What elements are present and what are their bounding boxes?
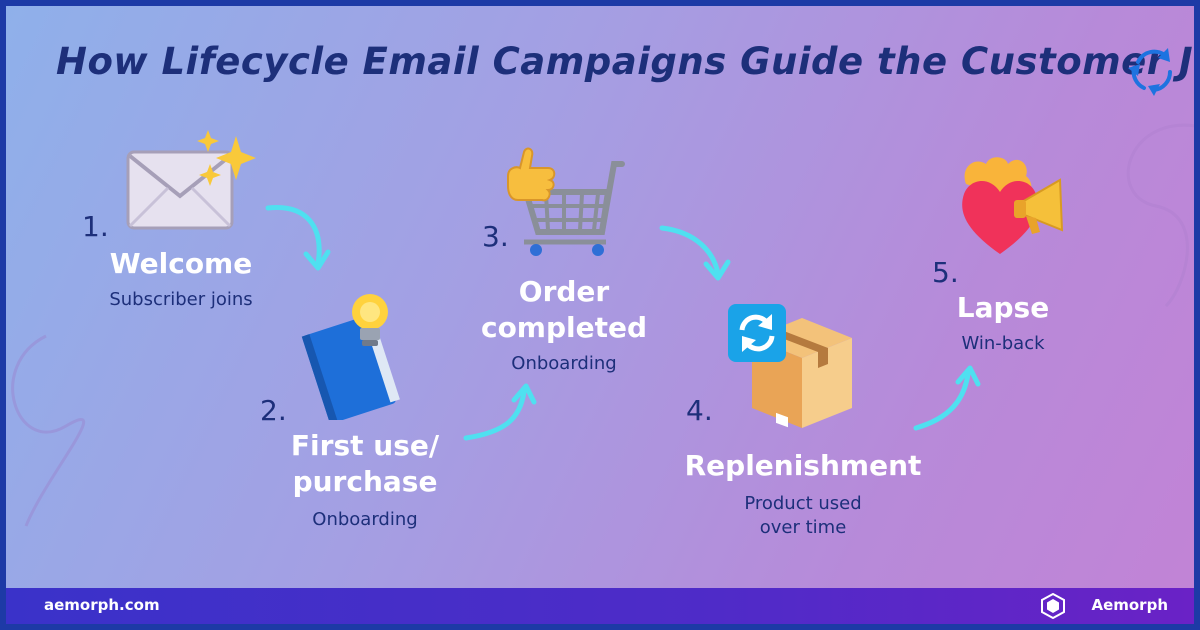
flow-arrows — [265, 205, 981, 441]
arrow-3-to-4 — [659, 225, 721, 277]
step-3-sub: Onboarding — [511, 353, 617, 374]
step-2-label-line1: First use/ — [290, 429, 440, 462]
step-5-sub: Win-back — [961, 333, 1045, 354]
arrow-4-to-5 — [913, 371, 971, 431]
footer-url[interactable]: aemorph.com — [44, 596, 160, 614]
arrow-1-to-2 — [265, 205, 322, 267]
step-4-number: 4. — [686, 394, 713, 427]
arrow-1-to-2-head — [303, 249, 331, 271]
step-1-label: Welcome — [109, 247, 253, 280]
step-5-number: 5. — [932, 256, 959, 289]
step-4-sub-line2: over time — [759, 517, 847, 538]
envelope-sparkles-icon — [126, 130, 256, 230]
step-4-label: Replenishment — [684, 449, 922, 482]
step-2-sub: Onboarding — [312, 509, 418, 530]
book-lightbulb-icon — [301, 294, 400, 420]
step-1-number: 1. — [82, 210, 109, 243]
step-4-sub-line1: Product used — [744, 493, 862, 514]
aemorph-logo-icon — [1041, 593, 1065, 619]
arrow-4-to-5-head — [955, 365, 981, 387]
arrow-2-to-3 — [463, 389, 527, 441]
step-2-label-line2: purchase — [292, 465, 438, 498]
arrow-2-to-3-head — [511, 383, 537, 405]
step-3-label: Order completed — [476, 274, 652, 346]
footer-bar: aemorph.com Aemorph — [6, 588, 1194, 624]
step-2-label: First use/ purchase — [274, 428, 456, 500]
cart-thumbs-up-icon — [507, 147, 625, 256]
step-3-label-line2: completed — [480, 311, 648, 344]
package-refresh-icon — [728, 304, 852, 428]
cycle-arrows-icon — [1128, 48, 1173, 96]
step-3-number: 3. — [482, 220, 509, 253]
step-4-sub: Product used over time — [712, 492, 894, 540]
step-2-number: 2. — [260, 394, 287, 427]
footer-brand: Aemorph — [1091, 596, 1168, 614]
arrow-3-to-4-head — [703, 259, 731, 281]
step-1-sub: Subscriber joins — [109, 289, 253, 310]
page-title: How Lifecycle Email Campaigns Guide the … — [56, 40, 1194, 83]
step-3-label-line1: Order — [518, 275, 610, 308]
step-5-label: Lapse — [956, 291, 1050, 324]
heart-megaphone-icon — [962, 157, 1064, 254]
